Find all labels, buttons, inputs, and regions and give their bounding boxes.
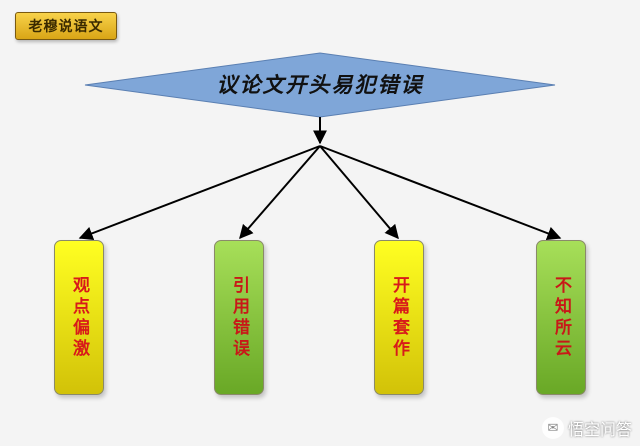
hub-to-child-1-arrow bbox=[78, 145, 321, 241]
root-label: 议论文开头易犯错误 bbox=[150, 64, 490, 104]
child-box-3-label: 开篇套作 bbox=[389, 275, 409, 360]
child-box-2: 引用错误 bbox=[214, 240, 264, 395]
author-tag-label: 老穆说语文 bbox=[28, 19, 104, 35]
child-box-4: 不知所云 bbox=[536, 240, 586, 395]
watermark-text: 悟空问答 bbox=[567, 420, 632, 439]
root-label-text: 议论文开头易犯错误 bbox=[216, 72, 424, 97]
chat-bubble-icon: ✉ bbox=[541, 417, 564, 439]
child-box-2-label: 引用错误 bbox=[229, 275, 249, 360]
child-box-4-label: 不知所云 bbox=[551, 275, 571, 360]
hub-to-child-3-arrow bbox=[319, 145, 399, 240]
root-diamond bbox=[84, 52, 556, 118]
hub-to-child-2-arrow bbox=[239, 145, 321, 240]
watermark: ✉ 悟空问答 bbox=[541, 416, 632, 440]
hub-to-child-4-arrow bbox=[319, 145, 562, 241]
author-tag: 老穆说语文 bbox=[15, 12, 117, 40]
child-box-1-label: 观点偏激 bbox=[69, 275, 89, 360]
child-box-1: 观点偏激 bbox=[54, 240, 104, 395]
child-box-3: 开篇套作 bbox=[374, 240, 424, 395]
